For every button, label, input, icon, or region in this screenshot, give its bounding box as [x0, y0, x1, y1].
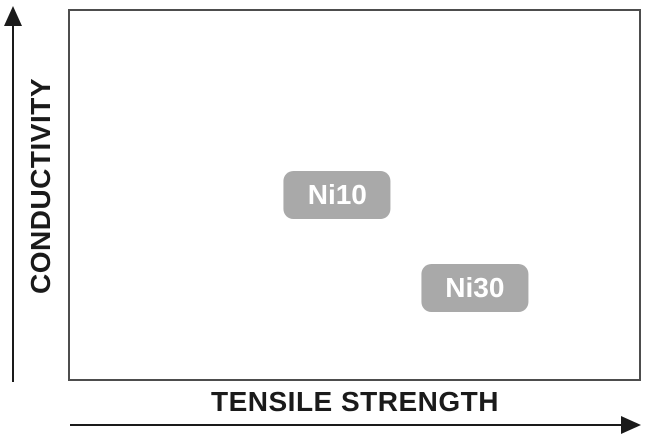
data-point-ni10: Ni10: [283, 171, 391, 219]
y-axis-label: CONDUCTIVITY: [25, 78, 56, 294]
x-axis-label: TENSILE STRENGTH: [210, 386, 500, 417]
arrow-right-icon: [621, 416, 641, 434]
x-axis-line: [70, 424, 622, 426]
arrow-up-icon: [4, 6, 22, 26]
data-point-ni30: Ni30: [421, 264, 529, 312]
y-axis-line: [12, 24, 14, 382]
